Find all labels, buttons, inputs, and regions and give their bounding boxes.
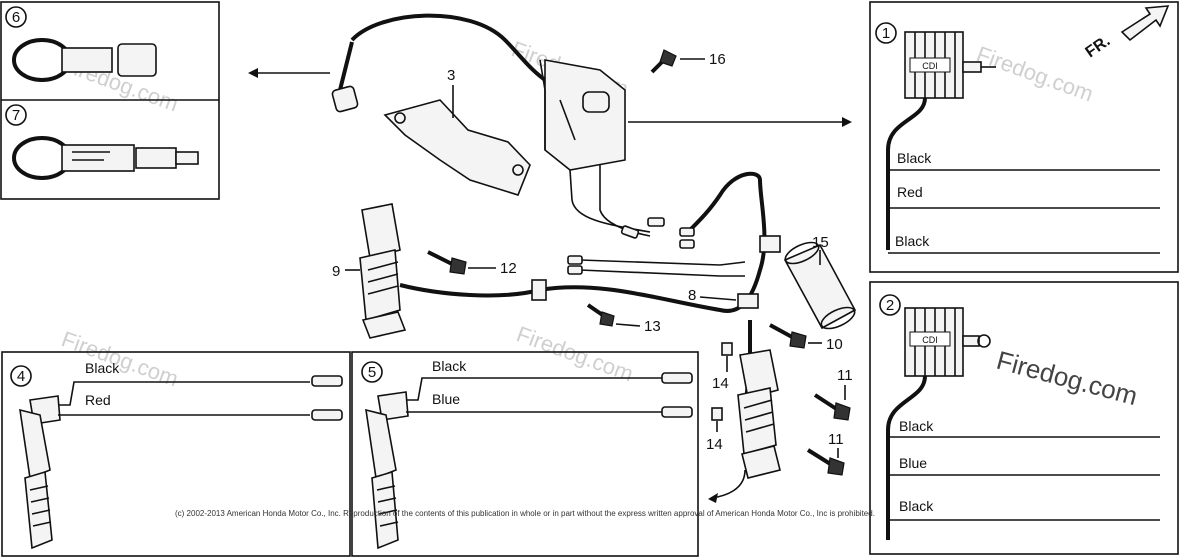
panel1-wire-red: Red [897, 184, 923, 200]
harness-clamp [737, 293, 759, 309]
panel2-wire-black-2: Black [899, 498, 934, 514]
bracket-3: 3 [383, 67, 531, 196]
cdi-unit-1: CDI [904, 31, 996, 99]
exciter-coil-4 [19, 395, 61, 550]
bolt-13: 13 [586, 303, 661, 335]
cdi-label: CDI [922, 61, 938, 71]
panel1-wire-black-2: Black [895, 233, 930, 249]
callout-6: 6 [12, 9, 20, 26]
cdi-label: CDI [922, 335, 938, 345]
front-direction-indicator: FR. [1083, 5, 1170, 62]
callout-5: 5 [368, 364, 376, 381]
harness-clamp [531, 279, 547, 301]
exciter-coil [737, 349, 781, 479]
panel5-wire-blue: Blue [432, 391, 460, 407]
panel-4: 4 Black Red [1, 351, 351, 557]
callout-14a: 14 [712, 375, 729, 392]
panel-5: 5 Black Blue [351, 351, 699, 557]
front-arrow-icon [1120, 5, 1170, 42]
watermark-main: Firedog.com [993, 345, 1140, 411]
collar-14 [721, 342, 733, 356]
panel4-wire-black: Black [85, 360, 120, 376]
pulser-coil-9: 9 [332, 203, 407, 339]
collar-14 [711, 407, 723, 421]
watermark-text: Firedog.com [973, 41, 1096, 106]
panel2-wire-black: Black [899, 418, 934, 434]
ignition-coil [539, 59, 626, 171]
panel-6-7: 6 7 [0, 1, 220, 200]
panel-2: 2 CDI Black Blue Black [869, 281, 1179, 555]
bolt-11-upper: 11 [813, 367, 853, 421]
callout-11a: 11 [837, 367, 853, 384]
bolt-12: 12 [427, 250, 517, 277]
callout-11b: 11 [828, 431, 844, 448]
callout-15: 15 [812, 234, 829, 251]
callout-7: 7 [12, 107, 20, 124]
screw-10: 10 [769, 323, 843, 353]
cdi-unit-2: CDI [904, 307, 991, 377]
callout-12: 12 [500, 260, 517, 277]
main-assembly: 16 3 9 [248, 13, 857, 503]
panel4-wire-red: Red [85, 392, 111, 408]
callout-9: 9 [332, 263, 340, 280]
callout-8: 8 [688, 287, 696, 304]
callout-13: 13 [644, 318, 661, 335]
copyright-notice: (c) 2002-2013 American Honda Motor Co., … [175, 509, 875, 518]
callout-3: 3 [447, 67, 455, 84]
callout-4: 4 [17, 368, 25, 385]
callout-10: 10 [826, 336, 843, 353]
panel2-wire-blue: Blue [899, 455, 927, 471]
screw-16: 16 [650, 49, 726, 74]
callout-14b: 14 [706, 436, 723, 453]
callout-2: 2 [886, 297, 894, 314]
watermark-text: Firedog.com [513, 321, 636, 386]
sleeve-15: 15 [783, 234, 857, 330]
callout-16: 16 [709, 51, 726, 68]
plug-cap [331, 85, 359, 113]
spark-plug-cap-7 [12, 136, 199, 180]
exciter-coil-5 [365, 391, 409, 550]
callout-1: 1 [882, 25, 890, 42]
harness-clamp [759, 235, 781, 253]
panel-1: 1 CDI Black Red Black [869, 1, 1179, 273]
panel1-wire-black: Black [897, 150, 932, 166]
fr-label: FR. [1083, 33, 1114, 62]
bolt-11-lower: 11 [806, 431, 845, 476]
panel5-wire-black: Black [432, 358, 467, 374]
spark-plug-cap-6 [12, 38, 157, 82]
